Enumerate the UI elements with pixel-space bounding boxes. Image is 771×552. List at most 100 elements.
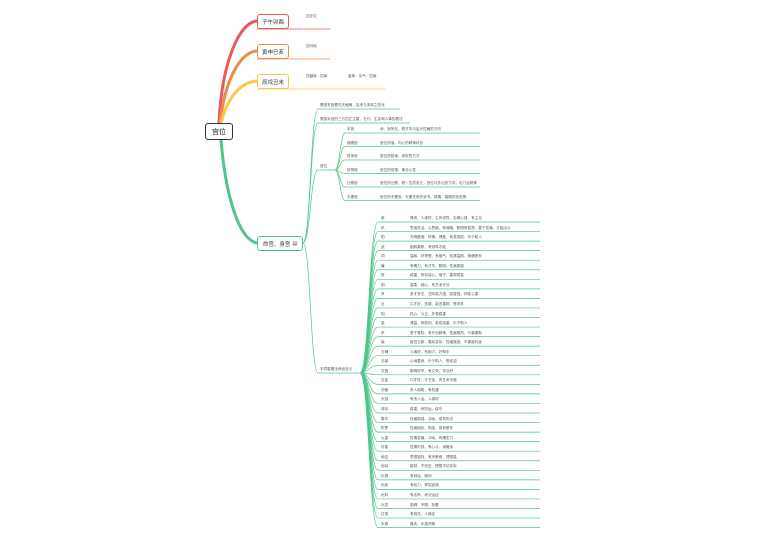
star-key-3: 武: [381, 244, 385, 249]
star-key-25: 地空: [381, 454, 389, 459]
star-val-28: 有权力、掌控欲强: [410, 483, 439, 488]
star-connector-32: [359, 372, 379, 528]
star-key-9: 巨: [381, 301, 385, 306]
star-key-8: 贪: [381, 292, 385, 297]
star-val-4: 温和、好享受、有福气、性情温和、随遇而安: [410, 254, 482, 259]
branch-label-2: 寅申巳亥: [261, 49, 284, 56]
star-key-31: 红鸾: [381, 512, 389, 517]
star-val-31: 有桃花、人缘佳: [410, 512, 436, 517]
l1-text-l1_b: 需按本宫的三方四正主星，五行、生克和人事的看法: [320, 117, 403, 121]
star-val-8: 多才多艺、交际能力强、欲望强、好胜心重: [410, 292, 479, 297]
gong-val-2: 宫位所财帛、求财的方式: [380, 154, 420, 158]
gong-val-5: 宫位所夫妻宫，夫妻关系的状况，感情、婚姻的状态等: [380, 194, 467, 199]
star-connector-5: [359, 269, 379, 374]
branch-note-1: 四正位: [306, 14, 317, 18]
star-val-5: 有魄力、有才华、聪明、性格刚强: [410, 263, 464, 268]
root-label: 宫位: [212, 127, 226, 136]
star-val-20: 稳重、有财运、保守: [410, 407, 443, 411]
gong-val-1: 宫位所落，内心的精神状态: [380, 140, 424, 145]
gong-key-1: 福德宫: [347, 140, 358, 145]
star-key-24: 铃星: [381, 445, 389, 450]
gong-connector-0: [334, 132, 346, 171]
branch-label-3: 辰戌丑未: [261, 79, 284, 86]
branch-note-2: 四马地: [306, 44, 317, 48]
star-val-30: 阻碍、不顺、执着: [410, 502, 439, 507]
star-val-2: 光明磊落、热情、博爱、有表现欲、乐于助人: [410, 235, 482, 240]
star-connector-12: [359, 336, 379, 374]
branch-node-1[interactable]: 子午卯酉: [257, 14, 289, 29]
gong-connector-2: [334, 159, 346, 171]
branch-note-3: 四墓库 · 四库: [306, 74, 328, 78]
star-key-0: 紫: [381, 216, 385, 220]
star-val-32: 喜庆、乐观开朗: [410, 521, 436, 526]
gong-key-5: 夫妻宫: [347, 194, 358, 199]
star-val-27: 有财运、顺利: [410, 473, 432, 478]
branch-connector-4: [219, 139, 258, 245]
star-val-19: 有贵人运、人缘好: [410, 397, 439, 402]
gong-val-0: 命、宫所在，看才华与后天性格的方向: [380, 127, 442, 131]
star-val-16: 聪明好学、有文采、学业好: [410, 368, 454, 373]
l1-text-l1_c: 宫位: [320, 164, 328, 168]
gong-key-4: 迁移宫: [347, 181, 358, 185]
star-val-14: 人缘好、有助力、好帮手: [410, 349, 450, 354]
star-val-23: 性情急躁、冲动、有爆发力: [410, 435, 454, 440]
star-val-29: 有名声、考试运佳: [410, 492, 439, 497]
branch-connector-3: [219, 79, 258, 124]
gong-connector-5: [334, 169, 346, 201]
star-key-32: 天喜: [381, 521, 389, 526]
star-key-29: 化科: [381, 492, 389, 497]
star-val-1: 思维灵活、心思细、有谋略、聪明有智慧、善于变通、才能出众: [410, 225, 511, 230]
star-key-11: 梁: [381, 321, 385, 326]
star-key-16: 文昌: [381, 368, 389, 373]
star-key-5: 廉: [381, 263, 385, 268]
star-val-21: 性格刚强、冲动、易有伤灾: [410, 416, 454, 421]
star-key-4: 同: [381, 254, 385, 259]
star-val-10: 热心、公正、外表稳重: [410, 311, 446, 316]
branch-node-3[interactable]: 辰戌丑未: [257, 74, 289, 89]
star-val-18: 贵人相助、有机遇: [410, 387, 439, 392]
star-key-13: 破: [381, 340, 385, 345]
l1-connector-2: [302, 169, 319, 244]
star-val-0: 尊贵、人缘好、主有领导、自尊心强，有主见: [410, 216, 482, 220]
star-val-9: 口才好、多疑、能言善辩、是非多: [410, 301, 464, 306]
star-key-2: 阳: [381, 235, 385, 240]
branch-node-4[interactable]: 命宫、身宫 ▤: [257, 236, 303, 251]
star-val-26: 破财、不安定、理想不切实际: [410, 464, 457, 469]
star-val-22: 性格固执、拖延、易有是非: [410, 426, 454, 431]
star-key-20: 禄存: [381, 407, 389, 411]
star-val-6: 稳重、有包容心、保守、重视财富: [410, 273, 464, 278]
star-key-22: 陀罗: [381, 426, 389, 431]
l1-text-l1_d: 不同星曜坐命宫含义: [320, 367, 353, 371]
gong-connector-1: [334, 146, 346, 171]
star-val-11: 清高、有原则、老成持重、乐于助人: [410, 321, 468, 326]
root-node[interactable]: 宫位: [205, 123, 233, 140]
star-key-10: 相: [381, 311, 385, 316]
star-key-6: 府: [381, 273, 385, 278]
star-connector-2: [359, 240, 379, 374]
gong-key-3: 官禄宫: [347, 167, 358, 172]
branch-node-2[interactable]: 寅申巳亥: [257, 44, 289, 59]
star-key-21: 擎羊: [381, 416, 389, 421]
branch-label-4: 命宫、身宫: [262, 241, 291, 248]
gong-key-0: 本宫: [347, 127, 355, 131]
star-val-3: 刚毅果断、有领导才能: [410, 244, 446, 249]
gong-key-2: 财帛宫: [347, 154, 358, 158]
star-key-23: 火星: [381, 435, 389, 440]
star-val-12: 勇于冒险、有开创精神、性格刚烈、行事果断: [410, 330, 482, 335]
star-key-30: 化忌: [381, 502, 389, 507]
note-icon: ▤: [292, 240, 298, 247]
star-val-7: 温柔、细心、有艺术天分: [410, 282, 450, 287]
l1-text-l1_a: 需按本宫看先天格局，后来与流年之变化: [320, 103, 385, 107]
star-key-1: 机: [381, 225, 385, 230]
star-key-14: 左辅: [381, 349, 389, 354]
star-connector-11: [359, 326, 379, 374]
star-key-12: 杀: [381, 330, 385, 335]
star-val-15: 心地善良、乐于助人、受欢迎: [410, 359, 457, 364]
star-connector-13: [359, 345, 379, 374]
star-val-17: 口才好、才艺佳、有艺术天赋: [410, 378, 457, 383]
star-key-19: 天钺: [381, 397, 389, 402]
branch-note-3b: 墓库 · 杂气 · 四库: [348, 74, 377, 78]
star-key-17: 文曲: [381, 378, 389, 383]
branch-label-1: 子午卯酉: [261, 19, 284, 26]
